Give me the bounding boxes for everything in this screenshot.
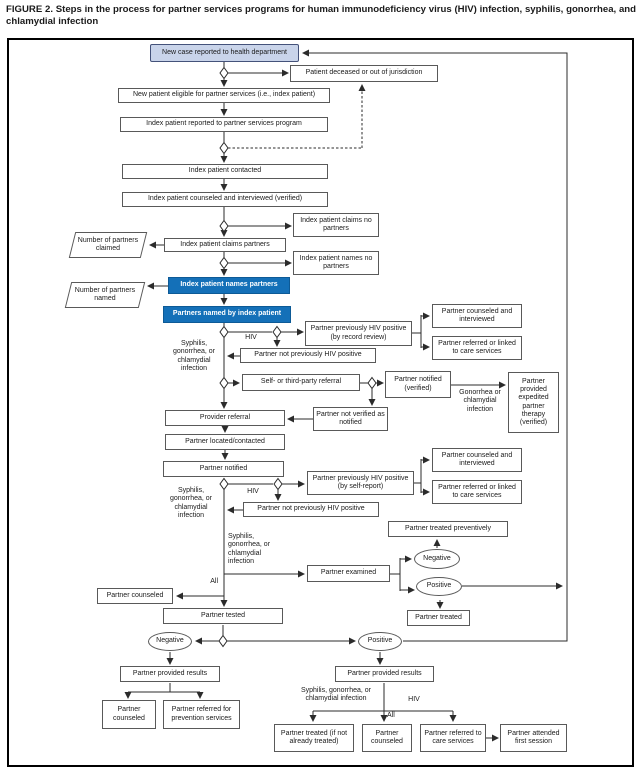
node-referred-care-services: Partner referred to care services: [420, 724, 486, 752]
node-partner-examined: Partner examined: [307, 565, 390, 582]
node-index-contacted: Index patient contacted: [122, 164, 328, 179]
node-number-partners-claimed: Number of partners claimed: [68, 232, 148, 258]
node-not-verified-notified: Partner not verified as notified: [313, 407, 388, 431]
node-claims-partners: Index patient claims partners: [164, 238, 286, 252]
node-partner-referred-care-2: Partner referred or linked to care servi…: [432, 480, 522, 504]
node-positive-examined: Positive: [416, 577, 462, 596]
node-partner-counseled-mid: Partner counseled: [97, 588, 173, 604]
node-partner-counseled-bottom-left: Partner counseled: [102, 700, 156, 729]
node-self-third-party-referral: Self- or third-party referral: [242, 374, 360, 391]
node-negative-examined: Negative: [414, 549, 460, 569]
node-number-partners-claimed-label: Number of partners claimed: [77, 236, 139, 252]
node-index-reported: Index patient reported to partner servic…: [120, 117, 328, 132]
label-syphilis-bottom: Syphilis, gonorrhea, or chlamydial infec…: [300, 687, 372, 703]
node-provided-results-left: Partner provided results: [120, 666, 220, 682]
node-partner-counseled-interviewed-2: Partner counseled and interviewed: [432, 448, 522, 472]
node-new-patient-eligible: New patient eligible for partner service…: [118, 88, 330, 103]
node-claims-no-partners: Index patient claims no partners: [293, 213, 379, 237]
figure-title: FIGURE 2. Steps in the process for partn…: [6, 4, 636, 28]
node-partners-named: Partners named by index patient: [163, 306, 291, 323]
node-partner-counseled-bottom-right: Partner counseled: [362, 724, 412, 752]
figure-border: [7, 38, 634, 767]
node-partner-referred-care-1: Partner referred or linked to care servi…: [432, 336, 522, 360]
node-treated-if-needed: Partner treated (if not already treated): [274, 724, 354, 752]
node-partner-located: Partner located/contacted: [165, 434, 285, 450]
node-provided-results-right: Partner provided results: [335, 666, 434, 682]
node-attended-first-session: Partner attended first session: [500, 724, 567, 752]
node-partner-notified-verified: Partner notified (verified): [385, 371, 451, 398]
node-not-prev-positive-2: Partner not previously HIV positive: [243, 502, 379, 517]
node-not-prev-positive-1: Partner not previously HIV positive: [240, 348, 376, 363]
node-partner-notified: Partner notified: [163, 461, 284, 477]
label-hiv-upper: HIV: [245, 334, 257, 341]
node-referred-prevention-services: Partner referred for prevention services: [163, 700, 240, 729]
node-treated-preventively: Partner treated preventively: [388, 521, 508, 537]
node-negative-tested: Negative: [148, 632, 192, 651]
node-names-partners: Index patient names partners: [168, 277, 290, 294]
label-all-mid: All: [210, 578, 218, 585]
label-syphilis-mid: Syphilis, gonorrhea, or chlamydial infec…: [169, 487, 213, 519]
node-expedited-partner-therapy: Partner provided expedited partner thera…: [508, 372, 559, 433]
node-prev-positive-record: Partner previously HIV positive (by reco…: [305, 321, 412, 346]
label-gonorrhea-ept: Gonorrhea or chlamydial infection: [459, 389, 501, 413]
node-number-partners-named: Number of partners named: [64, 282, 146, 308]
node-positive-tested: Positive: [358, 632, 402, 651]
node-patient-deceased: Patient deceased or out of jurisdiction: [290, 65, 438, 82]
node-index-counseled-interviewed: Index patient counseled and interviewed …: [122, 192, 328, 207]
label-hiv-mid: HIV: [247, 488, 259, 495]
label-all-bottom: All: [387, 712, 395, 719]
label-hiv-bottom: HIV: [408, 696, 420, 703]
node-partner-treated: Partner treated: [407, 610, 470, 626]
node-new-case: New case reported to health department: [150, 44, 299, 62]
label-syphilis-lower: Syphilis, gonorrhea, or chlamydial infec…: [228, 533, 271, 565]
node-number-partners-named-label: Number of partners named: [74, 286, 136, 302]
node-provider-referral: Provider referral: [165, 410, 285, 426]
node-prev-positive-self-report: Partner previously HIV positive (by self…: [307, 471, 414, 495]
label-syphilis-upper: Syphilis, gonorrhea, or chlamydial infec…: [172, 340, 216, 372]
node-names-no-partners: Index patient names no partners: [293, 251, 379, 275]
node-partner-counseled-interviewed-1: Partner counseled and interviewed: [432, 304, 522, 328]
node-partner-tested: Partner tested: [163, 608, 283, 624]
